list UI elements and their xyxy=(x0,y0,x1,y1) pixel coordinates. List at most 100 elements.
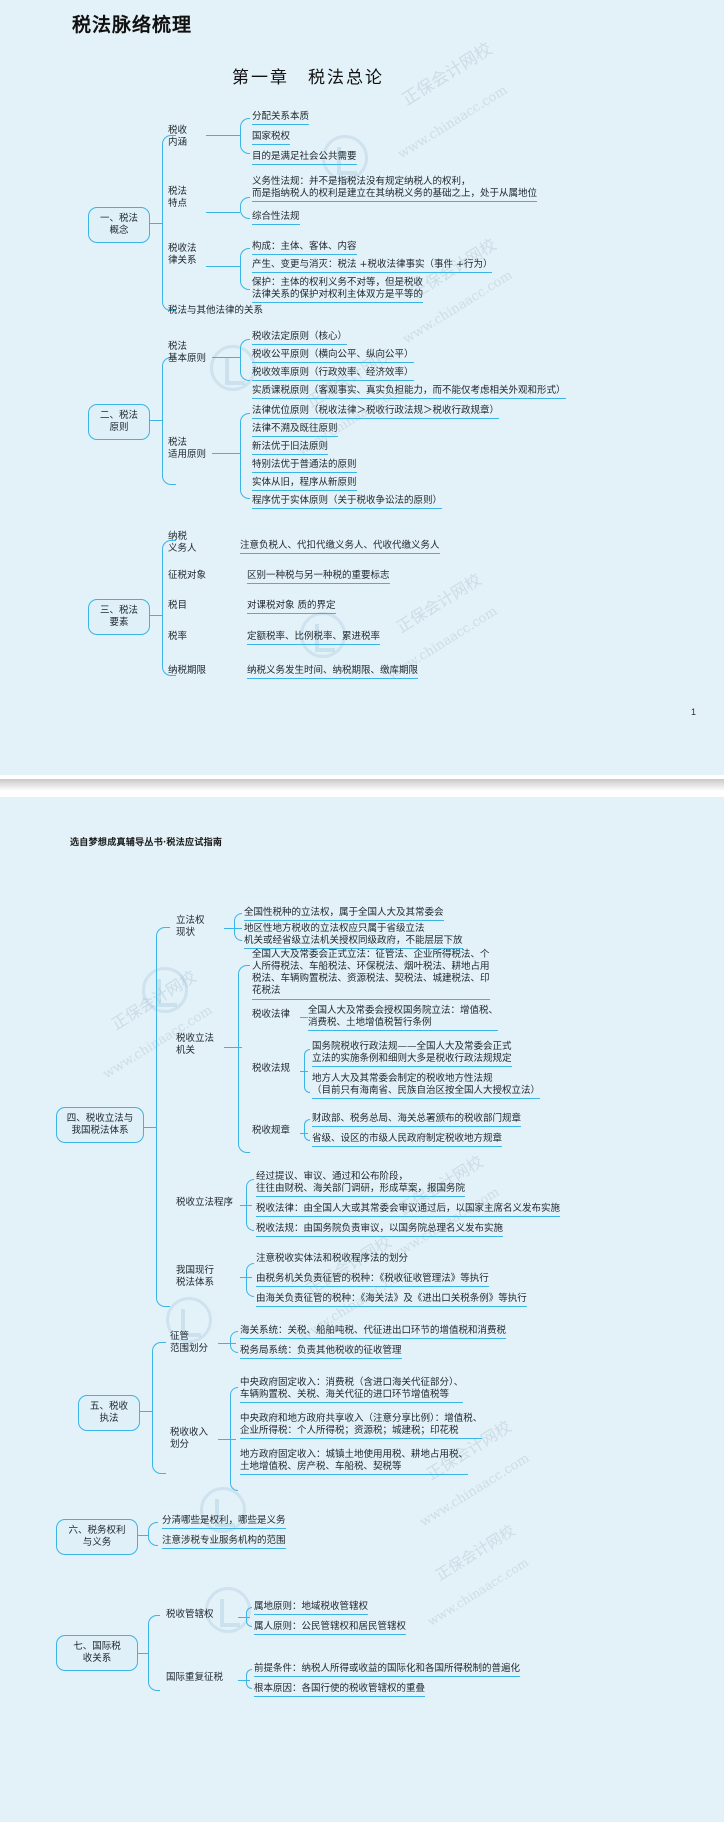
section-node-5[interactable]: 五、税收 执法 xyxy=(78,1395,140,1432)
connector-bracket xyxy=(156,927,170,1307)
page-2: 选自梦想成真辅导丛书·税法应试指南 正保会计网校 www.chinaacc.co… xyxy=(0,797,724,1822)
page-separator xyxy=(0,775,724,797)
watermark-logo-icon xyxy=(210,345,256,391)
connector xyxy=(206,266,240,267)
group-label: 纳税 义务人 xyxy=(168,531,197,555)
leaf-node: 由海关负责征管的税种：《海关法》及《进出口关税条例》等执行 xyxy=(256,1293,527,1308)
group-label: 税目 xyxy=(168,600,188,611)
connector xyxy=(144,1127,156,1128)
connector xyxy=(150,615,162,616)
connector xyxy=(240,1277,252,1278)
watermark-brand: 正保会计网校 xyxy=(398,39,496,111)
watermark-logo-icon xyxy=(142,967,188,1013)
group-label: 国际重复征税 xyxy=(166,1672,224,1683)
connector-bracket xyxy=(304,1119,310,1141)
leaf-node: 经过提议、审议、通过和公布阶段， 往往由财税、海关部门调研，形成草案，报国务院 xyxy=(256,1171,466,1198)
connector-bracket xyxy=(238,965,250,1153)
leaf-node: 根本原因：各国行使的税收管辖权的重叠 xyxy=(254,1683,426,1698)
connector xyxy=(150,223,162,224)
leaf-node: 全国人大及常委会授权国务院立法：增值税、 消费税、土地增值税暂行条例 xyxy=(308,1005,499,1032)
page-number: 1 xyxy=(690,707,696,717)
connector-bracket xyxy=(230,1331,238,1353)
group-label: 税率 xyxy=(168,631,188,642)
connector-bracket xyxy=(148,1615,160,1691)
leaf-node: 税收法律：由全国人大或其常委会审议通过后，以国家主席名义发布实施 xyxy=(256,1203,561,1218)
connector-bracket xyxy=(240,248,250,290)
leaf-node: 地方人大及其常委会制定的税收地方性法规 （目前只有海南省、民族自治区按全国人大授… xyxy=(312,1073,541,1100)
leaf-node: 由税务机关负责征管的税种：《税收征收管理法》等执行 xyxy=(256,1273,489,1288)
subgroup-label: 税收法律 xyxy=(252,1009,291,1020)
leaf-node: 税收公平原则（横向公平、纵向公平） xyxy=(252,349,414,364)
connector-bracket xyxy=(152,1342,166,1474)
leaf-node: 构成：主体、客体、内容 xyxy=(252,241,357,256)
leaf-node: 属地原则：地域税收管辖权 xyxy=(254,1601,369,1616)
connector-bracket xyxy=(234,913,242,941)
leaf-node: 税收法定原则（核心） xyxy=(252,331,348,346)
leaf-node: 财政部、税务总局、海关总署颁布的税收部门规章 xyxy=(312,1113,522,1128)
connector xyxy=(238,1617,250,1618)
connector-bracket xyxy=(148,1522,158,1546)
connector xyxy=(218,1343,236,1344)
chapter-title: 第一章 税法总论 xyxy=(232,68,384,88)
page-1: 税法脉络梳理 第一章 税法总论 1 正保会计网校 www.chinaacc.co… xyxy=(0,0,724,775)
leaf-node: 义务性法规：并不是指税法没有规定纳税人的权利， 而是指纳税人的权利是建立在其纳税… xyxy=(252,176,538,203)
leaf-node: 国务院税收行政法规——全国人大及常委会正式 立法的实施条例和细则大多是税收行政法… xyxy=(312,1041,512,1068)
leaf-node: 地区性地方税收的立法权应只属于省级立法 机关或经省级立法机关授权同级政府，不能层… xyxy=(244,923,463,950)
connector xyxy=(206,212,240,213)
leaf-node: 产生、变更与消灭：税法 +税收法律事实（事件 +行为） xyxy=(252,259,493,274)
section-node-7[interactable]: 七、国际税 收关系 xyxy=(56,1635,138,1672)
leaf-node: 税收效率原则（行政效率、经济效率） xyxy=(252,367,414,382)
connector xyxy=(238,1680,250,1681)
leaf-node: 特别法优于普通法的原则 xyxy=(252,459,357,474)
leaf-node: 分清哪些是权利，哪些是义务 xyxy=(162,1515,286,1530)
connector xyxy=(212,453,240,454)
leaf-node: 分配关系本质 xyxy=(252,111,310,126)
connector xyxy=(138,1653,148,1654)
group-label: 税收立法程序 xyxy=(176,1197,234,1208)
connector-bracket xyxy=(240,118,250,154)
group-label: 税法 特点 xyxy=(168,186,188,210)
connector-bracket xyxy=(240,197,250,219)
leaf-node: 税务局系统：负责其他税收的征收管理 xyxy=(240,1345,402,1360)
group-label: 税收 内涵 xyxy=(168,125,188,149)
leaf-node: 税法与其他法律的关系 xyxy=(168,305,264,316)
connector xyxy=(224,1047,242,1048)
group-label: 税收法 律关系 xyxy=(168,243,197,267)
section-node-2[interactable]: 二、税法 原则 xyxy=(88,404,150,441)
connector xyxy=(138,1535,148,1536)
leaf-node: 实质课税原则（客观事实、真实负担能力，而不能仅考虑相关外观和形式） xyxy=(252,385,566,400)
connector xyxy=(206,135,240,136)
section-node-3[interactable]: 三、税法 要素 xyxy=(88,599,150,636)
watermark-brand: 正保会计网校 xyxy=(108,966,200,1034)
connector-bracket xyxy=(162,135,176,311)
group-label: 税收管辖权 xyxy=(166,1609,214,1620)
leaf-node: 税收法规：由国务院负责审议，以国务院总理名义发布实施 xyxy=(256,1223,504,1238)
section-node-1[interactable]: 一、税法 概念 xyxy=(88,207,150,244)
group-label: 税收立法 机关 xyxy=(176,1033,215,1057)
connector xyxy=(140,1411,152,1412)
leaf-node: 区别一种税与另一种税的重要标志 xyxy=(247,570,390,585)
leaf-node: 中央政府和地方政府共享收入（注意分享比例）：增值税、 企业所得税：个人所得税；资… xyxy=(240,1413,483,1440)
group-label: 税法 适用原则 xyxy=(168,437,207,461)
group-label: 征税对象 xyxy=(168,570,207,581)
connector xyxy=(212,357,240,358)
group-label: 征管 范围划分 xyxy=(170,1331,209,1355)
leaf-node: 海关系统：关税、船舶吨税、代征进出口环节的增值税和消费税 xyxy=(240,1325,507,1340)
subgroup-label: 税收规章 xyxy=(252,1125,291,1136)
page-title: 税法脉络梳理 xyxy=(72,14,193,36)
leaf-node: 省级、设区的市级人民政府制定税收地方规章 xyxy=(312,1133,503,1148)
connector xyxy=(240,1205,252,1206)
leaf-node: 注意负税人、代扣代缴义务人、代收代缴义务人 xyxy=(240,540,440,555)
section-node-6[interactable]: 六、税务权利 与义务 xyxy=(56,1519,138,1556)
group-label: 我国现行 税法体系 xyxy=(176,1265,215,1289)
section-node-4[interactable]: 四、税收立法与 我国税法体系 xyxy=(56,1107,144,1144)
connector-bracket xyxy=(304,1049,310,1093)
leaf-node: 法律优位原则（税收法律＞税收行政法规＞税收行政规章） xyxy=(252,405,500,420)
leaf-node: 全国人大及常委会正式立法：征管法、企业所得税法、个 人所得税法、车船税法、环保税… xyxy=(252,949,490,1000)
leaf-node: 注意税收实体法和税收程序法的划分 xyxy=(256,1253,409,1264)
source-note: 选自梦想成真辅导丛书·税法应试指南 xyxy=(70,838,223,848)
leaf-node: 国家税权 xyxy=(252,131,291,146)
leaf-node: 前提条件：纳税人所得或收益的国际化和各国所得税制的普遍化 xyxy=(254,1663,521,1678)
connector-bracket xyxy=(246,1263,254,1297)
